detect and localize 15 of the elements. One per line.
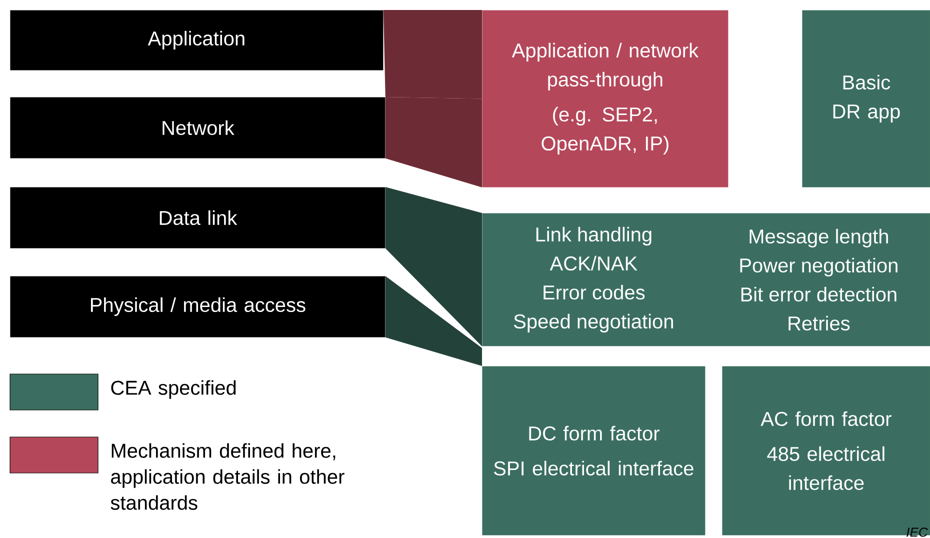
layer-box: Application / network pass-through (e.g. SEP2, OpenADR, IP) [482, 10, 728, 188]
funnel-band [385, 276, 482, 366]
legend-text: Mechanism defined here, application details in other standards [110, 443, 344, 510]
layer-bar: Network [10, 97, 386, 158]
layer-bar: Data link [10, 187, 386, 248]
layer-bar: Physical / media access [10, 276, 386, 338]
funnel-band [385, 97, 482, 188]
layer-box: Link handling ACK/NAK Error codes Speed negotiation Message length Power negotiation Bit error detection Retries [482, 213, 930, 346]
funnel-band [385, 187, 482, 346]
layer-box: DC form factor SPI electrical interface [482, 366, 706, 536]
layer-bar: Application [10, 10, 384, 70]
funnel-band [383, 10, 482, 99]
layer-box: Basic DR app [802, 10, 930, 188]
source-label: IEC [906, 528, 928, 537]
legend-text: CEA specified [111, 380, 236, 399]
